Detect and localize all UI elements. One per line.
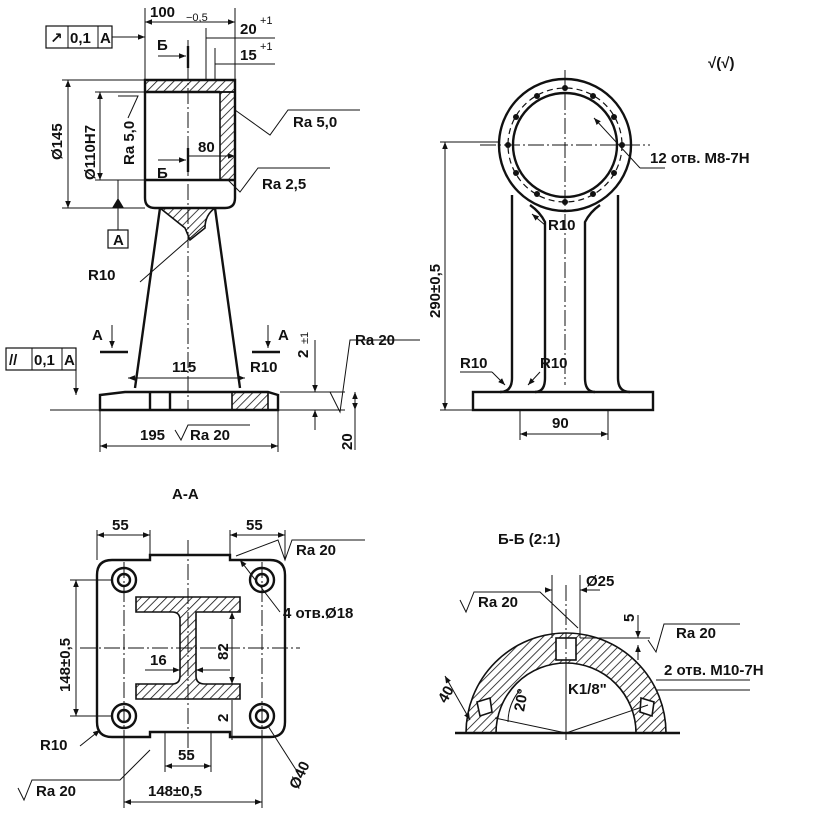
dim-d110: Ø110H7	[82, 125, 99, 180]
dim-90: 90	[552, 415, 569, 432]
section-bb-title: Б-Б (2:1)	[498, 531, 560, 548]
dim-195: 195	[140, 427, 165, 444]
section-b-bottom-label: Б	[157, 165, 168, 182]
parallel-tolerance-frame: // 0,1 A	[5, 347, 79, 395]
dim-16: 16	[150, 652, 167, 669]
rough-aa-bottom: Ra 20	[36, 783, 76, 800]
radius-mid: R10	[540, 355, 568, 372]
dim-55-right: 55	[246, 517, 263, 534]
dim-height: 290±0,5	[427, 264, 444, 318]
dim-115: 115	[172, 359, 196, 376]
dim-80: 80	[198, 139, 215, 156]
dim-148-v: 148±0,5	[57, 638, 74, 692]
dim-width: 100	[150, 4, 175, 21]
section-bb: Б-Б (2:1) Ø25 Ra 20 5 Ra 20 2 отв. М10-7…	[435, 531, 764, 740]
roughness-symbol: √(√)	[708, 55, 734, 72]
dim-d25: Ø25	[586, 573, 614, 590]
radius-r10: R10	[88, 267, 116, 284]
section-a-left: A	[92, 327, 103, 344]
rough-mid: Ra 2,5	[262, 176, 306, 193]
thread-k18: K1/8"	[568, 681, 607, 698]
dim-55-bottom: 55	[178, 747, 195, 764]
dim-slot2: 15	[240, 47, 257, 64]
dim-slot: 20	[240, 21, 257, 38]
radius-aa: R10	[40, 737, 68, 754]
rough-bb-right: Ra 20	[676, 625, 716, 642]
dim-40-bb: 40	[435, 683, 458, 706]
runout-datum: A	[100, 30, 111, 47]
rough-bottom: Ra 20	[190, 427, 230, 444]
dim-d40: Ø40	[286, 759, 313, 792]
dim-82: 82	[215, 643, 232, 660]
dim-d145: Ø145	[49, 123, 66, 160]
parallel-symbol: //	[9, 352, 18, 369]
dim-20: 20	[339, 433, 356, 450]
dim-2-aa: 2	[215, 714, 232, 722]
runout-tolerance-frame: ↗ 0,1 A	[45, 25, 145, 49]
section-aa-title: A-A	[172, 486, 199, 503]
dim-2: 2	[295, 350, 312, 358]
parallel-datum: A	[64, 352, 75, 369]
dim-55-left: 55	[112, 517, 129, 534]
holes-aa: 4 отв.Ø18	[283, 605, 353, 622]
rough-base: Ra 20	[355, 332, 395, 349]
datum-a: A	[113, 232, 124, 249]
runout-symbol: ↗	[50, 30, 63, 47]
dim-2-tol: ±1	[299, 332, 311, 344]
dim-slot2-tol: +1	[260, 41, 273, 53]
bolt-holes	[505, 85, 625, 205]
dim-slot-tol: +1	[260, 15, 273, 27]
radius-top: R10	[548, 217, 576, 234]
section-b-top-label: Б	[157, 37, 168, 54]
radius-left: R10	[460, 355, 488, 372]
dim-148-h: 148±0,5	[148, 783, 202, 800]
holes-bb: 2 отв. М10-7Н	[664, 662, 764, 679]
parallel-value: 0,1	[34, 352, 55, 369]
holes-label: 12 отв. М8-7Н	[650, 150, 750, 167]
section-a-right: A	[278, 327, 289, 344]
section-aa: A-A 55 55 Ra 20 4 отв.Ø18 1	[17, 486, 365, 808]
runout-value: 0,1	[70, 30, 91, 47]
rough-inner: Ra 5,0	[121, 121, 138, 165]
dim-width-tol: −0,5	[186, 12, 208, 24]
rough-aa: Ra 20	[296, 542, 336, 559]
side-view: √(√) 12 отв. М8-7Н R10	[427, 55, 750, 440]
rough-top: Ra 5,0	[293, 114, 337, 131]
rough-bb-left: Ra 20	[478, 594, 518, 611]
main-view: ↗ 0,1 A 100 −0,5 20 +1 15 +1 Б Б	[5, 4, 420, 452]
angle-20: 20°	[511, 687, 532, 712]
radius-r10-base: R10	[250, 359, 278, 376]
dim-5: 5	[621, 614, 638, 622]
